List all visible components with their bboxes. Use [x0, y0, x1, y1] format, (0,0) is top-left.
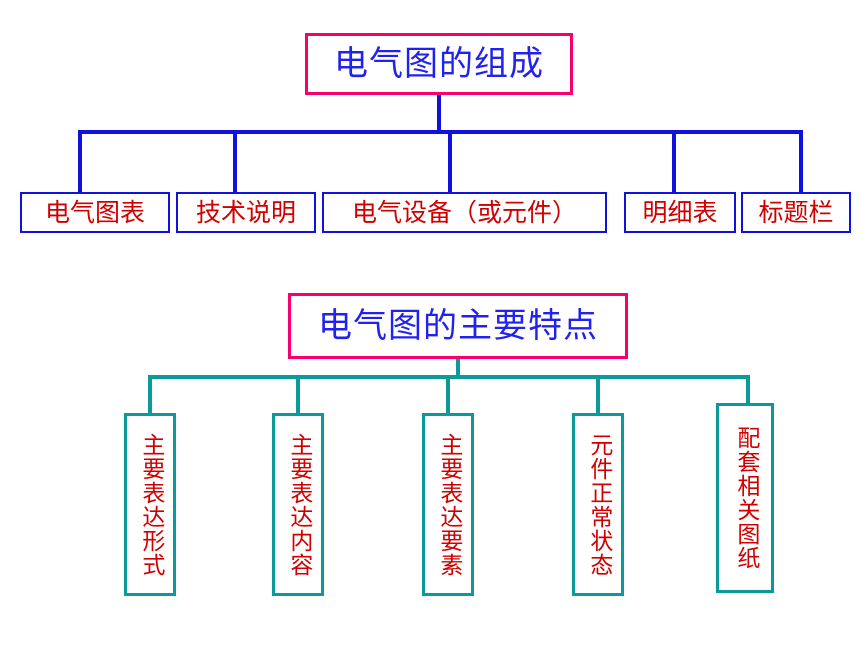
item-box-composition-3[interactable]: 电气设备（或元件）: [322, 192, 607, 233]
connector-drop-features-3: [446, 375, 450, 415]
feature-box-4[interactable]: 元件正常状态: [572, 413, 624, 596]
feature-label-5: 配套相关图纸: [732, 426, 759, 570]
item-label-composition-3: 电气设备（或元件）: [351, 198, 577, 227]
heading-box-features: 电气图的主要特点: [288, 293, 628, 359]
feature-box-2[interactable]: 主要表达内容: [272, 413, 324, 596]
item-label-composition-4: 明细表: [642, 198, 718, 227]
item-label-composition-5: 标题栏: [758, 198, 834, 227]
connector-stem-composition: [437, 95, 441, 132]
connector-stem-features: [456, 359, 460, 379]
connector-drop-features-5: [746, 375, 750, 405]
item-label-composition-2: 技术说明: [195, 198, 296, 227]
connector-drop-composition-4: [672, 130, 676, 192]
connector-bus-composition: [78, 130, 803, 134]
connector-drop-features-4: [596, 375, 600, 415]
connector-drop-features-2: [296, 375, 300, 415]
feature-label-1: 主要表达形式: [137, 432, 164, 577]
connector-drop-features-1: [148, 375, 152, 415]
item-box-composition-4[interactable]: 明细表: [624, 192, 736, 233]
heading-label-features: 电气图的主要特点: [318, 306, 598, 346]
item-label-composition-1: 电气图表: [44, 198, 145, 227]
item-box-composition-1[interactable]: 电气图表: [20, 192, 170, 233]
connector-drop-composition-5: [799, 130, 803, 192]
heading-box-composition: 电气图的组成: [305, 33, 573, 95]
feature-label-2: 主要表达内容: [285, 432, 312, 577]
item-box-composition-2[interactable]: 技术说明: [176, 192, 316, 233]
connector-drop-composition-3: [448, 130, 452, 192]
connector-drop-composition-1: [78, 130, 82, 192]
feature-box-3[interactable]: 主要表达要素: [422, 413, 474, 596]
heading-label-composition: 电气图的组成: [334, 44, 544, 84]
feature-box-5[interactable]: 配套相关图纸: [716, 403, 774, 593]
connector-drop-composition-2: [233, 130, 237, 192]
feature-label-4: 元件正常状态: [585, 432, 612, 577]
item-box-composition-5[interactable]: 标题栏: [741, 192, 851, 233]
feature-box-1[interactable]: 主要表达形式: [124, 413, 176, 596]
feature-label-3: 主要表达要素: [435, 432, 462, 577]
